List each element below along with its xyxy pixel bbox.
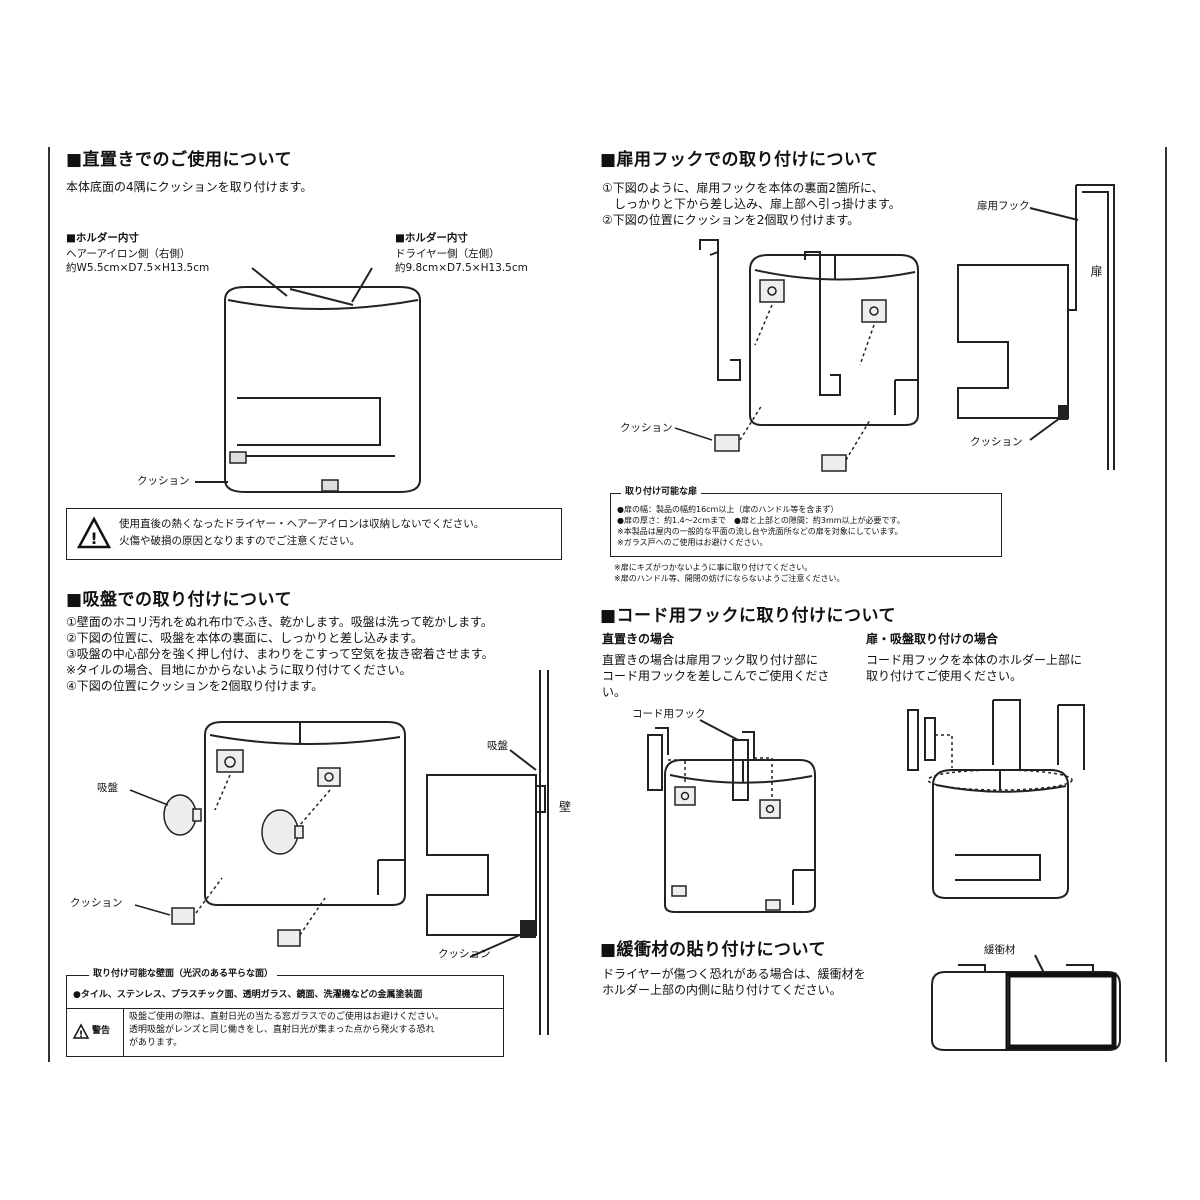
cushion-side-label: クッション	[970, 436, 1023, 448]
text-line: 直置きの場合は扉用フック取り付け部に	[602, 653, 819, 667]
step-line: ②下図の位置に、吸盤を本体の裏面に、しっかりと差し込みます。	[66, 631, 423, 645]
suction-steps: ①壁面のホコリ汚れをぬれ布巾でふき、乾かします。吸盤は洗って乾かします。 ②下図…	[66, 614, 494, 694]
box-title: 取り付け可能な壁面（光沢のある平らな面）	[89, 969, 278, 981]
section-title-cord-hook: ■コード用フックに取り付けについて	[600, 606, 897, 626]
box-line: ※ガラス戸へのご使用はお避けください。	[617, 538, 768, 547]
step-line: しっかりと下から差し込み、扉上部へ引っ掛けます。	[602, 197, 901, 211]
suction-surface-box: 取り付け可能な壁面（光沢のある平らな面） ●タイル、ステンレス、プラスチック面、…	[66, 969, 504, 1057]
note-line: ※扉にキズがつかないように事に取り付けてください。	[614, 563, 813, 572]
door-hook-steps: ①下図のように、扉用フックを本体の裏面2箇所に、 しっかりと下から差し込み、扉上…	[602, 180, 901, 228]
dimension-label-line: 約9.8cm×D7.5×H13.5cm	[395, 262, 528, 274]
cushion-side-label: クッション	[438, 948, 491, 960]
wall-label: 壁	[559, 800, 572, 814]
section-intro: 本体底面の4隅にクッションを取り付けます。	[66, 180, 313, 194]
box-line: ●扉の厚さ：約1.4〜2cmまで ●扉と上部との隙間：約3mm以上が必要です。	[617, 516, 905, 525]
text-line: コード用フックを差しこんでご使用くださ	[602, 669, 830, 683]
box-line: ●扉の幅：製品の幅約16cm以上（扉のハンドル等を含まず）	[617, 505, 839, 514]
box-line: ●タイル、ステンレス、プラスチック面、透明ガラス、鏡面、洗濯機などの金属塗装面	[73, 990, 423, 1000]
door-notes: ※扉にキズがつかないように事に取り付けてください。 ※扉のハンドル等、開閉の妨げ…	[614, 562, 845, 584]
step-line: ③吸盤の中心部分を強く押し付け、まわりをこすって空気を抜き密着させます。	[66, 647, 494, 661]
door-hook-label: 扉用フック	[977, 200, 1030, 212]
subtext-door-suction: コード用フックを本体のホルダー上部に 取り付けてご使用ください。	[866, 652, 1082, 684]
box-line: ※本製品は屋内の一般的な平面の流し台や洗面所などの扉を対象にしています。	[617, 527, 903, 536]
door-label: 扉	[1089, 265, 1103, 277]
svg-text:!: !	[79, 1030, 83, 1040]
section-title-cushion-pad: ■緩衝材の貼り付けについて	[600, 940, 827, 960]
caution-text: があります。	[129, 1038, 183, 1048]
caution-label: 警告	[92, 1026, 111, 1036]
warning-icon: !	[76, 516, 112, 549]
box-title: 取り付け可能な扉	[621, 487, 702, 499]
svg-text:!: !	[90, 529, 97, 548]
section-title-door-hook: ■扉用フックでの取り付けについて	[600, 150, 879, 170]
step-line: ※タイルの場合、目地にかからないように取り付けてください。	[66, 663, 412, 677]
section-title-suction: ■吸盤での取り付けについて	[66, 590, 293, 610]
cushion-pad-text: ドライヤーが傷つく恐れがある場合は、緩衝材を ホルダー上部の内側に貼り付けてくだ…	[602, 966, 866, 998]
divider	[123, 1009, 124, 1056]
left-border	[48, 147, 50, 1062]
text-line: い。	[602, 685, 627, 699]
suction-side-label: 吸盤	[487, 740, 508, 752]
caution-text: 吸盤ご使用の際は、直射日光の当たる窓ガラスでのご使用はお避けください。	[129, 1012, 444, 1022]
dimension-label-head: ■ホルダー内寸	[66, 232, 139, 244]
divider	[67, 1008, 503, 1009]
text-line: コード用フックを本体のホルダー上部に	[866, 653, 1083, 667]
text-line: ホルダー上部の内側に貼り付けてください。	[602, 983, 842, 997]
warning-text: 使用直後の熱くなったドライヤー・ヘアーアイロンは収納しないでください。	[119, 518, 485, 530]
step-line: ④下図の位置にクッションを2個取り付けます。	[66, 679, 324, 693]
heat-warning-box: ! 使用直後の熱くなったドライヤー・ヘアーアイロンは収納しないでください。 火傷…	[66, 508, 562, 560]
subheading-door-suction: 扉・吸盤取り付けの場合	[866, 632, 999, 646]
cord-hook-label: コード用フック	[632, 708, 706, 720]
dimension-label-line: ヘアーアイロン側（右側）	[66, 248, 191, 260]
note-line: ※扉のハンドル等、開閉の妨げにならないようご注意ください。	[614, 574, 845, 583]
dimension-label-line: 約W5.5cm×D7.5×H13.5cm	[66, 262, 210, 274]
cushion-label: クッション	[70, 897, 123, 909]
dimension-label-line: ドライヤー側（左側）	[395, 248, 500, 260]
caution-icon: !	[72, 1023, 90, 1040]
door-spec-box: 取り付け可能な扉 ●扉の幅：製品の幅約16cm以上（扉のハンドル等を含まず） ●…	[610, 487, 1002, 557]
section-title-direct-placement: ■直置きでのご使用について	[66, 150, 293, 170]
cushion-label: クッション	[137, 475, 190, 487]
step-line: ①壁面のホコリ汚れをぬれ布巾でふき、乾かします。吸盤は洗って乾かします。	[66, 615, 493, 629]
dimension-label-head: ■ホルダー内寸	[395, 232, 468, 244]
subheading-direct: 直置きの場合	[602, 632, 675, 646]
suction-label: 吸盤	[97, 782, 118, 794]
warning-text: 火傷や破損の原因となりますのでご注意ください。	[119, 535, 361, 547]
text-line: ドライヤーが傷つく恐れがある場合は、緩衝材を	[602, 967, 866, 981]
subtext-direct: 直置きの場合は扉用フック取り付け部に コード用フックを差しこんでご使用くださ い…	[602, 652, 829, 700]
step-line: ①下図のように、扉用フックを本体の裏面2箇所に、	[602, 181, 884, 195]
cushion-label: クッション	[620, 422, 673, 434]
right-border	[1165, 147, 1167, 1062]
step-line: ②下図の位置にクッションを2個取り付けます。	[602, 213, 860, 227]
box-lines: ●扉の幅：製品の幅約16cm以上（扉のハンドル等を含まず） ●扉の厚さ：約1.4…	[617, 504, 905, 548]
caution-text: 透明吸盤がレンズと同じ働きをし、直射日光が集まった点から発火する恐れ	[129, 1025, 435, 1035]
cushion-pad-label: 緩衝材	[984, 944, 1016, 956]
text-line: 取り付けてご使用ください。	[866, 669, 1023, 683]
